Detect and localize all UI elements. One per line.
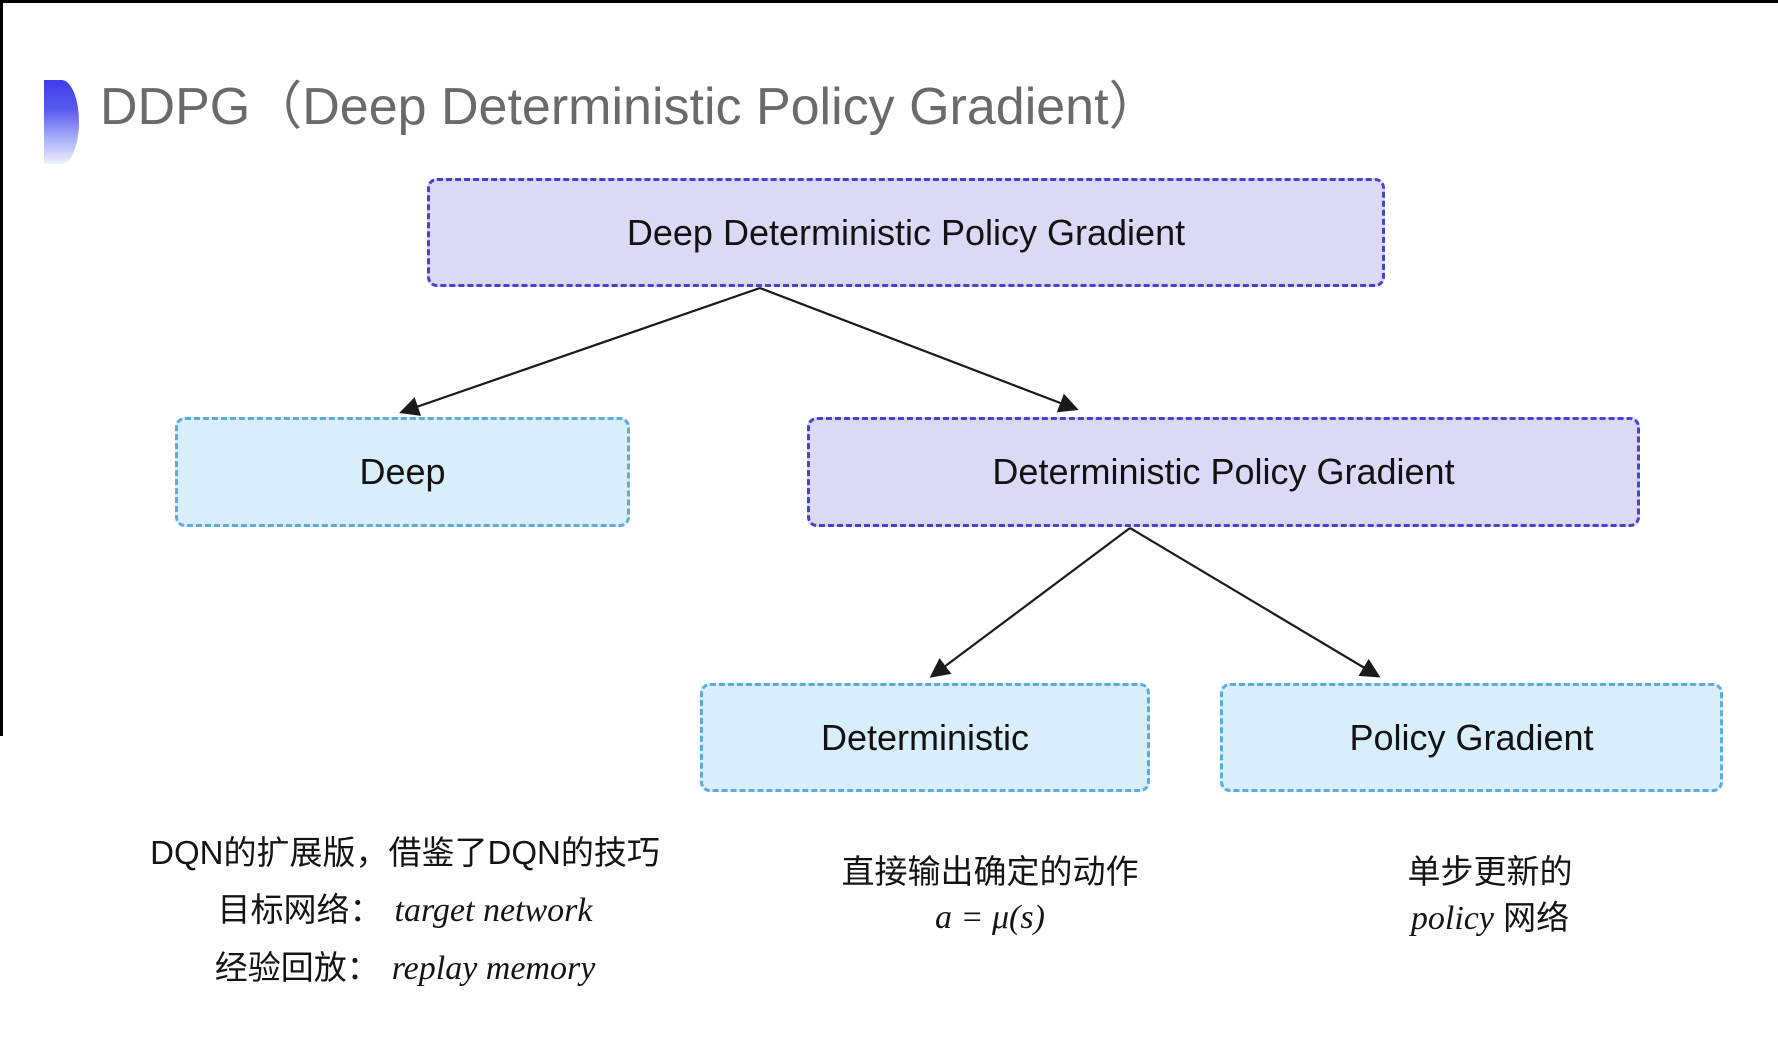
note-policy-line2: policy 网络 (1260, 898, 1720, 939)
note-dqn-line3-term: replay memory (391, 950, 596, 987)
note-dqn-line3: 经验回放： replay memory (110, 948, 700, 989)
node-root: Deep Deterministic Policy Gradient (427, 178, 1385, 287)
screen-left-border (0, 0, 3, 736)
screen-top-border (0, 0, 1778, 3)
note-dqn-line2: 目标网络： target network (110, 890, 700, 931)
node-policy-gradient: Policy Gradient (1220, 683, 1723, 792)
node-policy-gradient-label: Policy Gradient (1349, 716, 1594, 758)
node-deep-label: Deep (359, 451, 446, 492)
arrow-dpg-to-policy-gradient (1129, 527, 1381, 678)
page-title: DDPG（Deep Deterministic Policy Gradient） (100, 78, 1161, 136)
note-policy-gradient: 单步更新的 policy 网络 (1260, 852, 1720, 945)
note-dqn-line3-label: 经验回放： (214, 949, 380, 986)
arrow-dpg-to-deterministic (929, 527, 1131, 678)
note-deterministic-line1: 直接输出确定的动作 (841, 853, 1139, 890)
note-dqn-line1: DQN的扩展版，借鉴了DQN的技巧 (150, 834, 660, 871)
note-policy-line1: 单步更新的 (1407, 853, 1573, 890)
note-dqn-line2-label: 目标网络： (217, 891, 383, 928)
node-deterministic-policy-gradient: Deterministic Policy Gradient (807, 417, 1640, 527)
node-deterministic-label: Deterministic (820, 716, 1030, 758)
node-dpg-label: Deterministic Policy Gradient (992, 451, 1455, 492)
note-dqn: DQN的扩展版，借鉴了DQN的技巧 目标网络： target network 经验… (110, 833, 700, 1006)
node-deep: Deep (175, 417, 630, 527)
note-policy-term: policy (1410, 900, 1494, 937)
title-bullet-icon (44, 80, 79, 164)
arrow-root-to-dpg (759, 286, 1079, 413)
node-root-label: Deep Deterministic Policy Gradient (626, 211, 1186, 253)
note-deterministic-formula: a = μ(s) (935, 899, 1045, 936)
node-deterministic: Deterministic (700, 683, 1150, 792)
arrow-root-to-deep (399, 286, 761, 416)
note-dqn-line2-term: target network (394, 892, 593, 929)
note-deterministic: 直接输出确定的动作 a = μ(s) (760, 852, 1220, 944)
note-policy-suffix: 网络 (1493, 899, 1570, 936)
